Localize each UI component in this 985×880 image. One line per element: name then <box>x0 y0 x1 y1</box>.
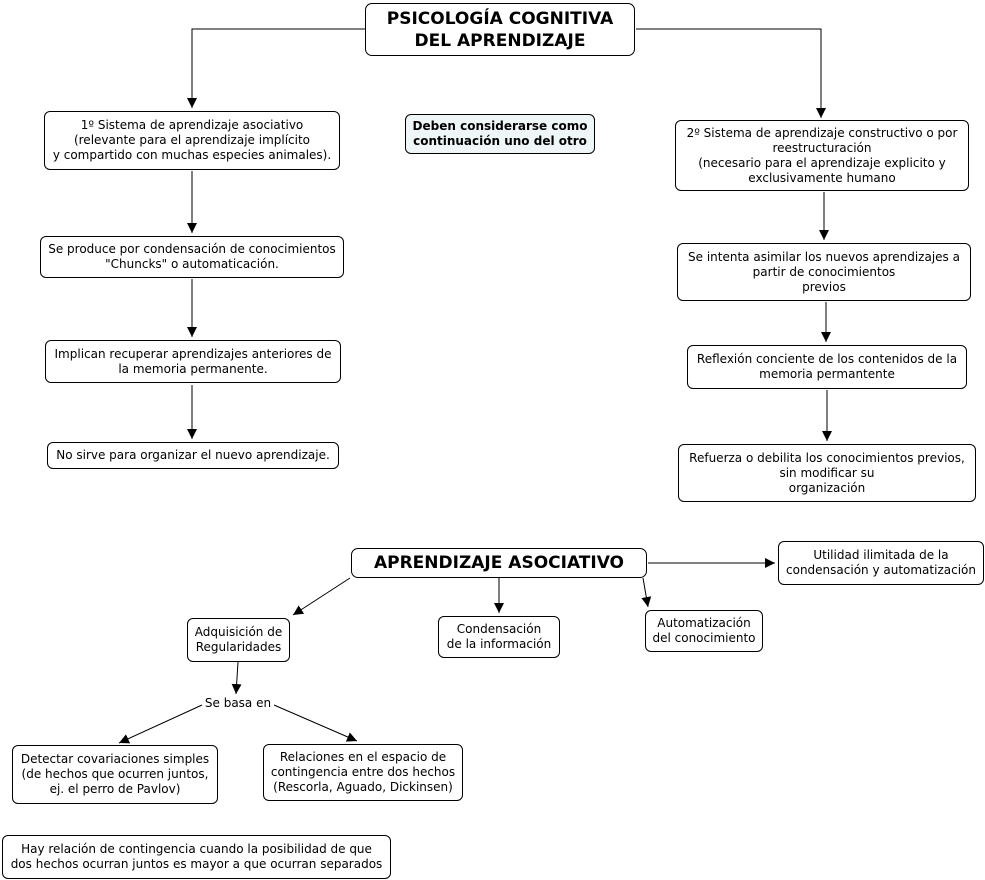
system1-organization-node: No sirve para organizar el nuevo aprendi… <box>47 442 339 469</box>
knowledge-automation-node: Automatización del conocimiento <box>645 610 763 652</box>
system1-retrieval-node: Implican recuperar aprendizajes anterior… <box>45 340 341 383</box>
connector-sebasa-to-covariaciones <box>118 704 203 744</box>
system2-assimilation-node: Se intenta asimilar los nuevos aprendiza… <box>677 243 971 301</box>
connector-title-to-sys1 <box>187 28 365 108</box>
contingency-definition-node: Hay relación de contingencia cuando la p… <box>2 835 391 879</box>
connector-adquisicion-to-sebasa <box>231 661 242 695</box>
regularities-acquisition-node: Adquisición de Regularidades <box>187 618 290 662</box>
connector-title-to-sys2 <box>636 28 826 118</box>
main-title-node: PSICOLOGÍA COGNITIVA DEL APRENDIZAJE <box>365 3 635 56</box>
simple-covariations-node: Detectar covariaciones simples (de hecho… <box>12 745 218 804</box>
system1-node: 1º Sistema de aprendizaje asociativo (re… <box>44 111 340 170</box>
associative-learning-title-node: APRENDIZAJE ASOCIATIVO <box>351 548 647 578</box>
continuation-note-node: Deben considerarse como continuación uno… <box>405 114 595 154</box>
information-condensation-node: Condensación de la información <box>438 616 560 658</box>
system1-condensation-node: Se produce por condensación de conocimie… <box>40 236 344 278</box>
contingency-relations-node: Relaciones en el espacio de contingencia… <box>263 744 463 801</box>
system2-node: 2º Sistema de aprendizaje constructivo o… <box>675 120 969 191</box>
unlimited-utility-node: Utilidad ilimitada de la condensación y … <box>778 541 984 585</box>
connector-sebasa-to-relaciones <box>273 704 358 742</box>
connector-assoc-to-automatizacion <box>641 577 652 608</box>
connector-assoc-to-adquisicion <box>292 577 351 616</box>
system2-reflection-node: Reflexión conciente de los contenidos de… <box>687 345 967 389</box>
system2-reinforce-node: Refuerza o debilita los conocimientos pr… <box>678 444 976 502</box>
based-on-link-label: Se basa en <box>202 696 274 713</box>
